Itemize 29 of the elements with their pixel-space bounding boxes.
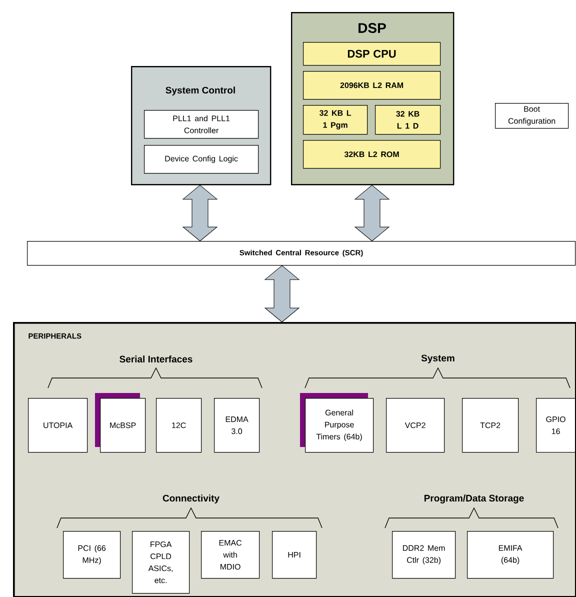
component-box: Device Config Logic	[144, 145, 259, 174]
component-box: FPGA CPLD ASICs, etc.	[132, 531, 190, 594]
component-box: 2096KB L2 RAM	[303, 71, 441, 100]
component-box: PLL1 and PLL1 Controller	[144, 110, 259, 139]
component-box: DDR2 Mem Ctlr (32b)	[392, 531, 456, 579]
component-box: DSP CPU	[303, 42, 441, 66]
component-box: UTOPIA	[28, 398, 88, 453]
group-heading: Connectivity	[162, 494, 220, 504]
component-box: VCP2	[386, 398, 445, 453]
component-box: HPI	[272, 531, 317, 579]
component-box: TCP2	[462, 398, 519, 453]
block-arrow	[354, 184, 390, 242]
block-arrow	[182, 184, 218, 242]
component-box: EMAC with MDIO	[201, 531, 260, 579]
component-box: 32 KB L 1 Pgm	[303, 105, 368, 135]
component-box: 12C	[156, 398, 202, 453]
component-box: 32KB L2 ROM	[303, 140, 441, 169]
group-heading: Program/Data Storage	[424, 494, 524, 504]
component-box: Boot Configuration	[495, 103, 569, 129]
group-heading: System	[421, 354, 454, 364]
component-box: EMIFA (64b)	[467, 531, 554, 579]
group-heading: Serial Interfaces	[120, 356, 192, 362]
component-box: PCI (66 MHz)	[63, 531, 121, 579]
component-box: McBSP	[95, 393, 146, 453]
component-box: EDMA 3.0	[214, 398, 260, 453]
block-arrow	[264, 265, 300, 322]
component-box: GPIO 16	[536, 398, 576, 453]
component-box: General Purpose Timers (64b)	[300, 393, 374, 453]
component-box: 32 KB L 1 D	[375, 105, 441, 135]
